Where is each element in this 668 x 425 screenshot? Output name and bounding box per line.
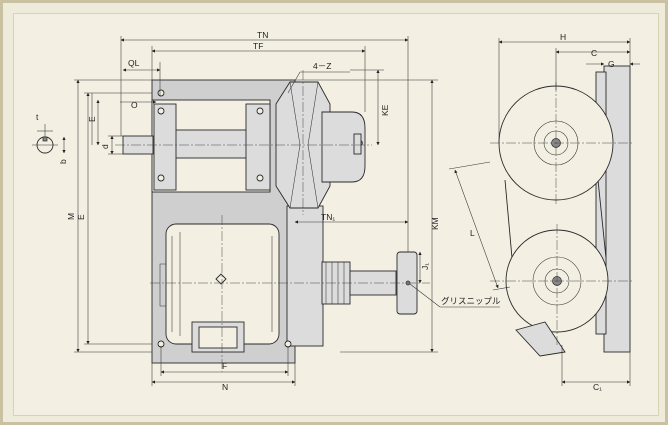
output-shaft: [349, 270, 397, 296]
dim-E: E: [76, 214, 86, 220]
dim-t: t: [36, 112, 39, 122]
dim-O: O: [131, 100, 138, 110]
dim-QL: QL: [128, 58, 140, 68]
dim-TN: TN: [257, 30, 268, 40]
dim-KE: KE: [380, 104, 390, 116]
bearing-pad-left: [153, 103, 177, 191]
dim-C: C: [591, 48, 597, 58]
dim-G: G: [608, 59, 615, 69]
dim-J1: J₁: [420, 263, 430, 270]
dim-KM: KM: [430, 217, 440, 230]
dim-F: F: [222, 361, 227, 371]
bolt-hole: [157, 107, 165, 115]
dim-M: M: [66, 213, 76, 220]
dim-b: b: [58, 159, 68, 164]
front-dimensions: TN TF QL 4－Z O M E E d: [66, 30, 501, 392]
motor-bracket: [515, 321, 566, 357]
side-view: [490, 65, 634, 357]
dim-4Z: 4－Z: [313, 61, 331, 71]
bolt-hole: [157, 174, 165, 182]
side-mounting-plate: [603, 65, 631, 353]
dim-TF: TF: [253, 41, 263, 51]
label-grease-nipple: グリスニップル: [441, 296, 501, 306]
dim-H: H: [560, 32, 566, 42]
dim-N: N: [222, 382, 228, 392]
motor-flange-block: [286, 205, 324, 347]
dim-E1: E: [87, 116, 97, 122]
motor-center-mark: [215, 273, 227, 285]
shaft-end-detail: t b: [32, 112, 68, 164]
pulley-hub: [321, 111, 366, 183]
bolt-hole: [256, 107, 264, 115]
bolt-hole: [256, 174, 264, 182]
front-view: [115, 70, 430, 372]
dim-TN1: TN₁: [321, 212, 335, 222]
dim-C1: C₁: [593, 382, 602, 392]
side-dimensions: H C G L C₁: [448, 32, 640, 392]
dim-d: d: [100, 144, 110, 149]
bolt-hole: [157, 89, 165, 97]
dim-L: L: [470, 228, 475, 238]
